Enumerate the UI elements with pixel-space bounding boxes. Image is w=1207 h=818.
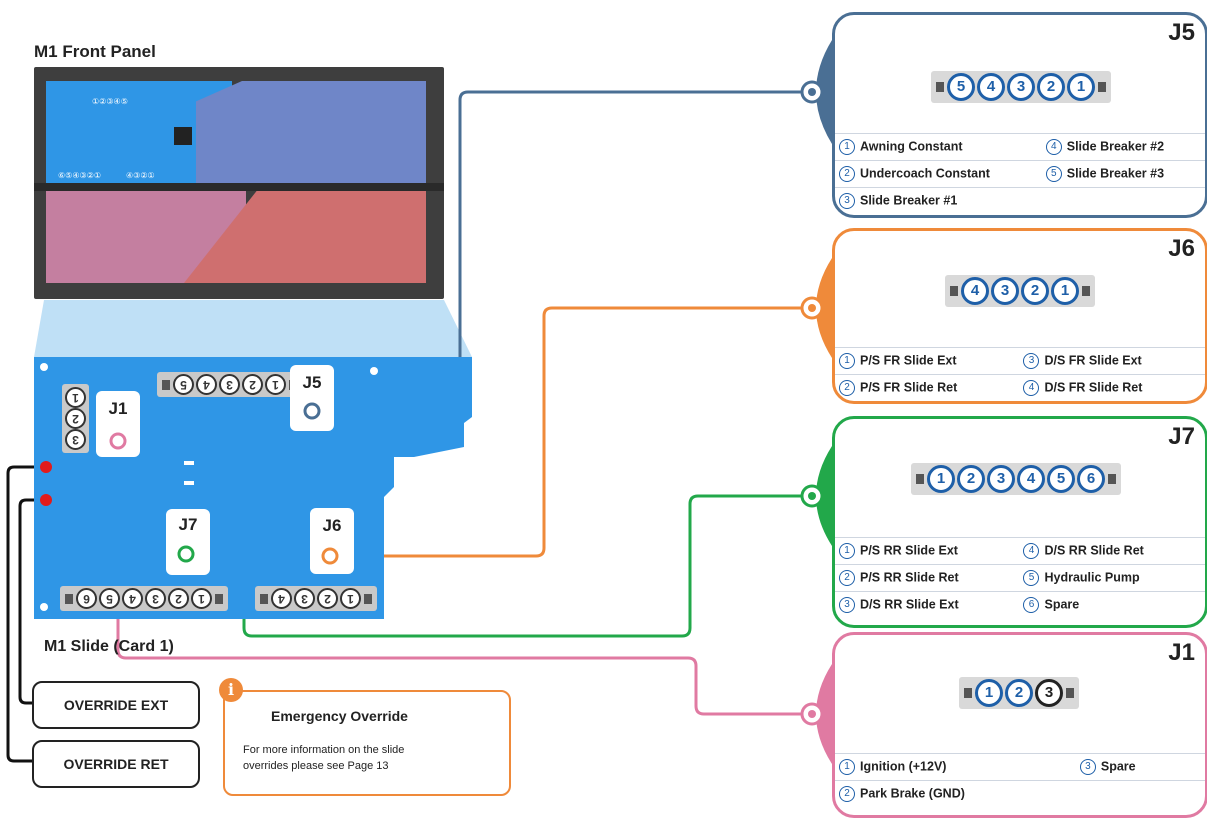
override-ret-led xyxy=(40,494,52,506)
slide-card-board xyxy=(34,357,472,619)
j5-panel-title: J5 xyxy=(1168,19,1195,46)
front-panel-strip-c: ④③②① xyxy=(126,171,155,180)
front-panel-title: M1 Front Panel xyxy=(34,42,156,61)
info-title: Emergency Override xyxy=(271,708,408,724)
front-panel-image: ①②③④⑤ ⑥⑤④③②① ④③②① xyxy=(34,67,444,299)
override-ext-box: OVERRIDE EXT xyxy=(32,681,200,729)
j1-wire xyxy=(116,441,808,716)
override-ret-wire xyxy=(6,465,46,763)
front-panel-divider xyxy=(34,183,444,191)
card-j6-label-box: J6 xyxy=(310,508,354,574)
override-ext-wire xyxy=(18,498,46,705)
override-ret-box: OVERRIDE RET xyxy=(32,740,200,788)
info-body-line2: overrides please see Page 13 xyxy=(243,760,389,772)
front-panel-strip-a: ①②③④⑤ xyxy=(92,97,128,106)
front-panel-strip-b: ⑥⑤④③②① xyxy=(58,171,102,180)
emergency-override-info: i Emergency Override For more informatio… xyxy=(219,678,511,796)
j1-panel-title: J1 xyxy=(1168,639,1195,666)
j6-wire xyxy=(330,306,808,558)
j6-panel-title: J6 xyxy=(1168,235,1195,262)
card-j7-label-box: J7 xyxy=(166,509,210,575)
card-j1-label-box: J1 xyxy=(96,391,140,457)
info-body-line1: For more information on the slide xyxy=(243,744,405,756)
info-icon: i xyxy=(219,678,243,702)
front-panel-chip xyxy=(174,127,192,145)
front-panel-card-2 xyxy=(196,81,426,183)
zoom-wedge xyxy=(34,300,472,357)
card-j5-label-box: J5 xyxy=(290,365,334,431)
j7-panel-title: J7 xyxy=(1168,423,1195,450)
slide-card-title: M1 Slide (Card 1) xyxy=(44,638,174,655)
override-ext-led xyxy=(40,461,52,473)
